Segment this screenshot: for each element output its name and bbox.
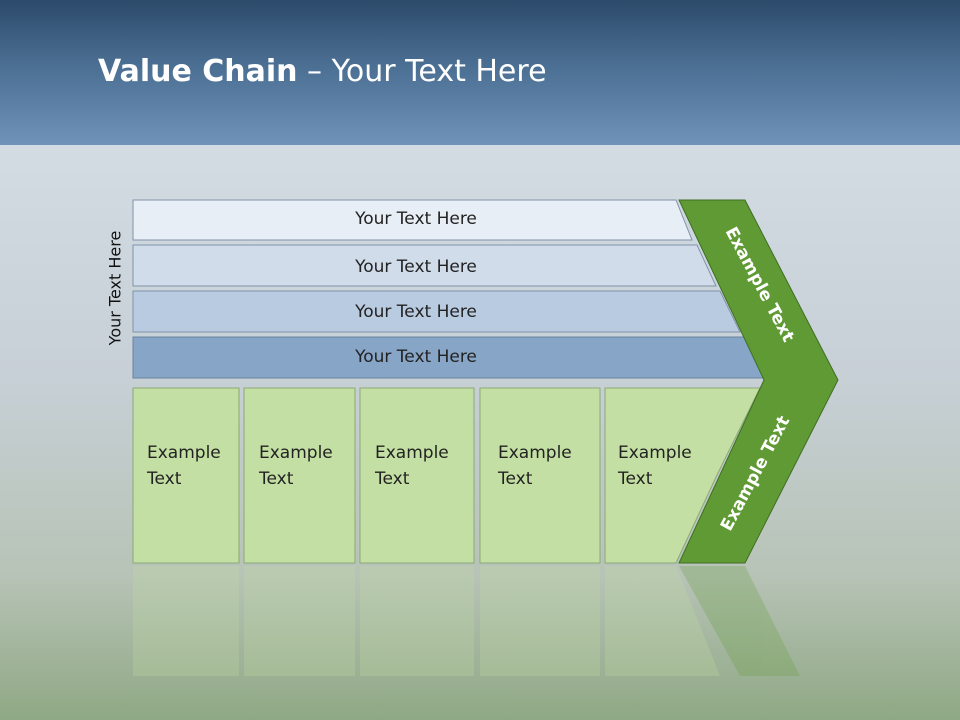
- row-3-label: Your Text Here: [355, 302, 477, 322]
- row-1-label: Your Text Here: [355, 209, 477, 229]
- box-5: [604, 387, 761, 564]
- header-band: [0, 0, 960, 145]
- box-5-label: Example Text: [618, 443, 692, 489]
- row-4-label: Your Text Here: [355, 347, 477, 367]
- box-3-label: Example Text: [375, 443, 449, 489]
- box-4-label: Example Text: [498, 443, 572, 489]
- box-4: [479, 387, 601, 564]
- box-1: [132, 387, 240, 564]
- box-2-label: Example Text: [259, 443, 333, 489]
- chevron-arrow: [678, 199, 839, 564]
- row-3-bar: [132, 290, 741, 333]
- box-1-label: Example Text: [147, 443, 221, 489]
- row-2-bar: [132, 244, 717, 287]
- row-1-bar: [132, 199, 693, 241]
- title-rest: – Your Text Here: [297, 54, 547, 89]
- box-2: [243, 387, 356, 564]
- box-3: [359, 387, 475, 564]
- row-2-label: Your Text Here: [355, 257, 477, 277]
- slide-title: Value Chain – Your Text Here: [98, 54, 547, 89]
- title-bold: Value Chain: [98, 54, 298, 89]
- reflection: [133, 566, 800, 676]
